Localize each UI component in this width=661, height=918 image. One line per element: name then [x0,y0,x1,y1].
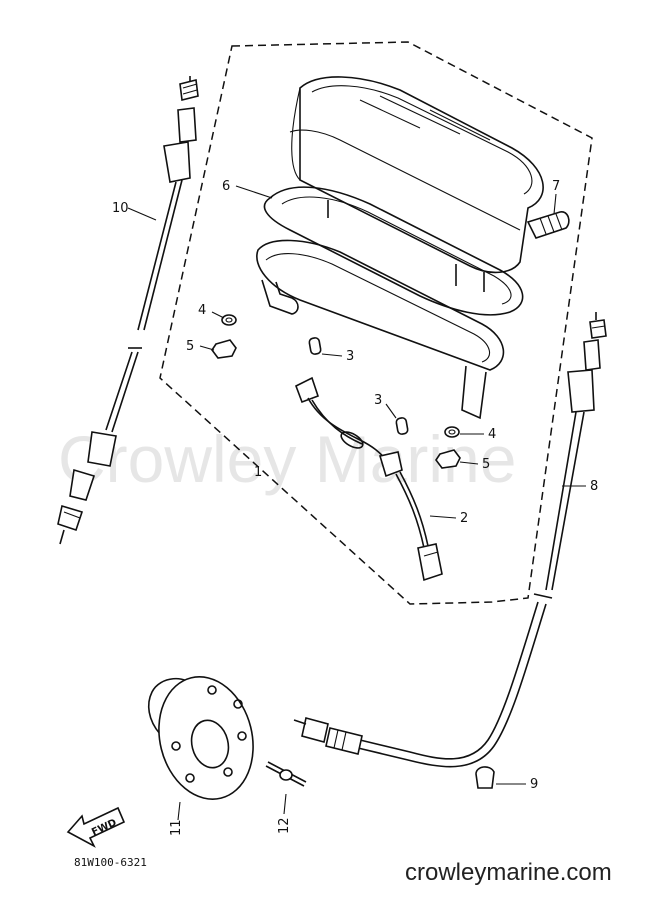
nut-right [435,449,461,469]
callout-4-left: 4 [198,303,206,318]
diagram-code: 81W100-6321 [74,856,147,869]
assembly-boundary [159,41,593,605]
meter-bracket [256,239,505,420]
leader-lines [127,185,586,821]
callout-11: 11 [169,819,184,836]
callout-7: 7 [552,179,560,194]
meter-housing [289,76,544,292]
drive-pin [265,761,307,787]
callout-4-right: 4 [488,427,496,442]
bulb-upper [308,337,322,355]
callout-5-right: 5 [482,457,490,472]
reset-knob [526,211,570,239]
nut-left [211,339,237,359]
callout-2: 2 [460,511,468,526]
wire-harness [294,376,443,582]
callout-1: 1 [254,465,262,480]
callout-5-left: 5 [186,339,194,354]
callout-12: 12 [277,817,292,834]
cable-8 [293,312,607,789]
callout-3-upper: 3 [346,349,354,364]
callout-8: 8 [590,479,598,494]
callout-10: 10 [112,201,129,216]
callout-6: 6 [222,179,230,194]
washer-right [444,426,460,438]
drive-gear-housing [147,676,254,800]
callout-9: 9 [530,777,538,792]
bulb-lower [395,417,409,435]
gasket-ring [263,186,524,316]
callout-3-lower: 3 [374,393,382,408]
website-label[interactable]: crowleymarine.com [405,859,612,886]
cable-10 [57,76,199,545]
fwd-arrow-icon: FWD [66,806,126,848]
washer-left [221,314,237,326]
